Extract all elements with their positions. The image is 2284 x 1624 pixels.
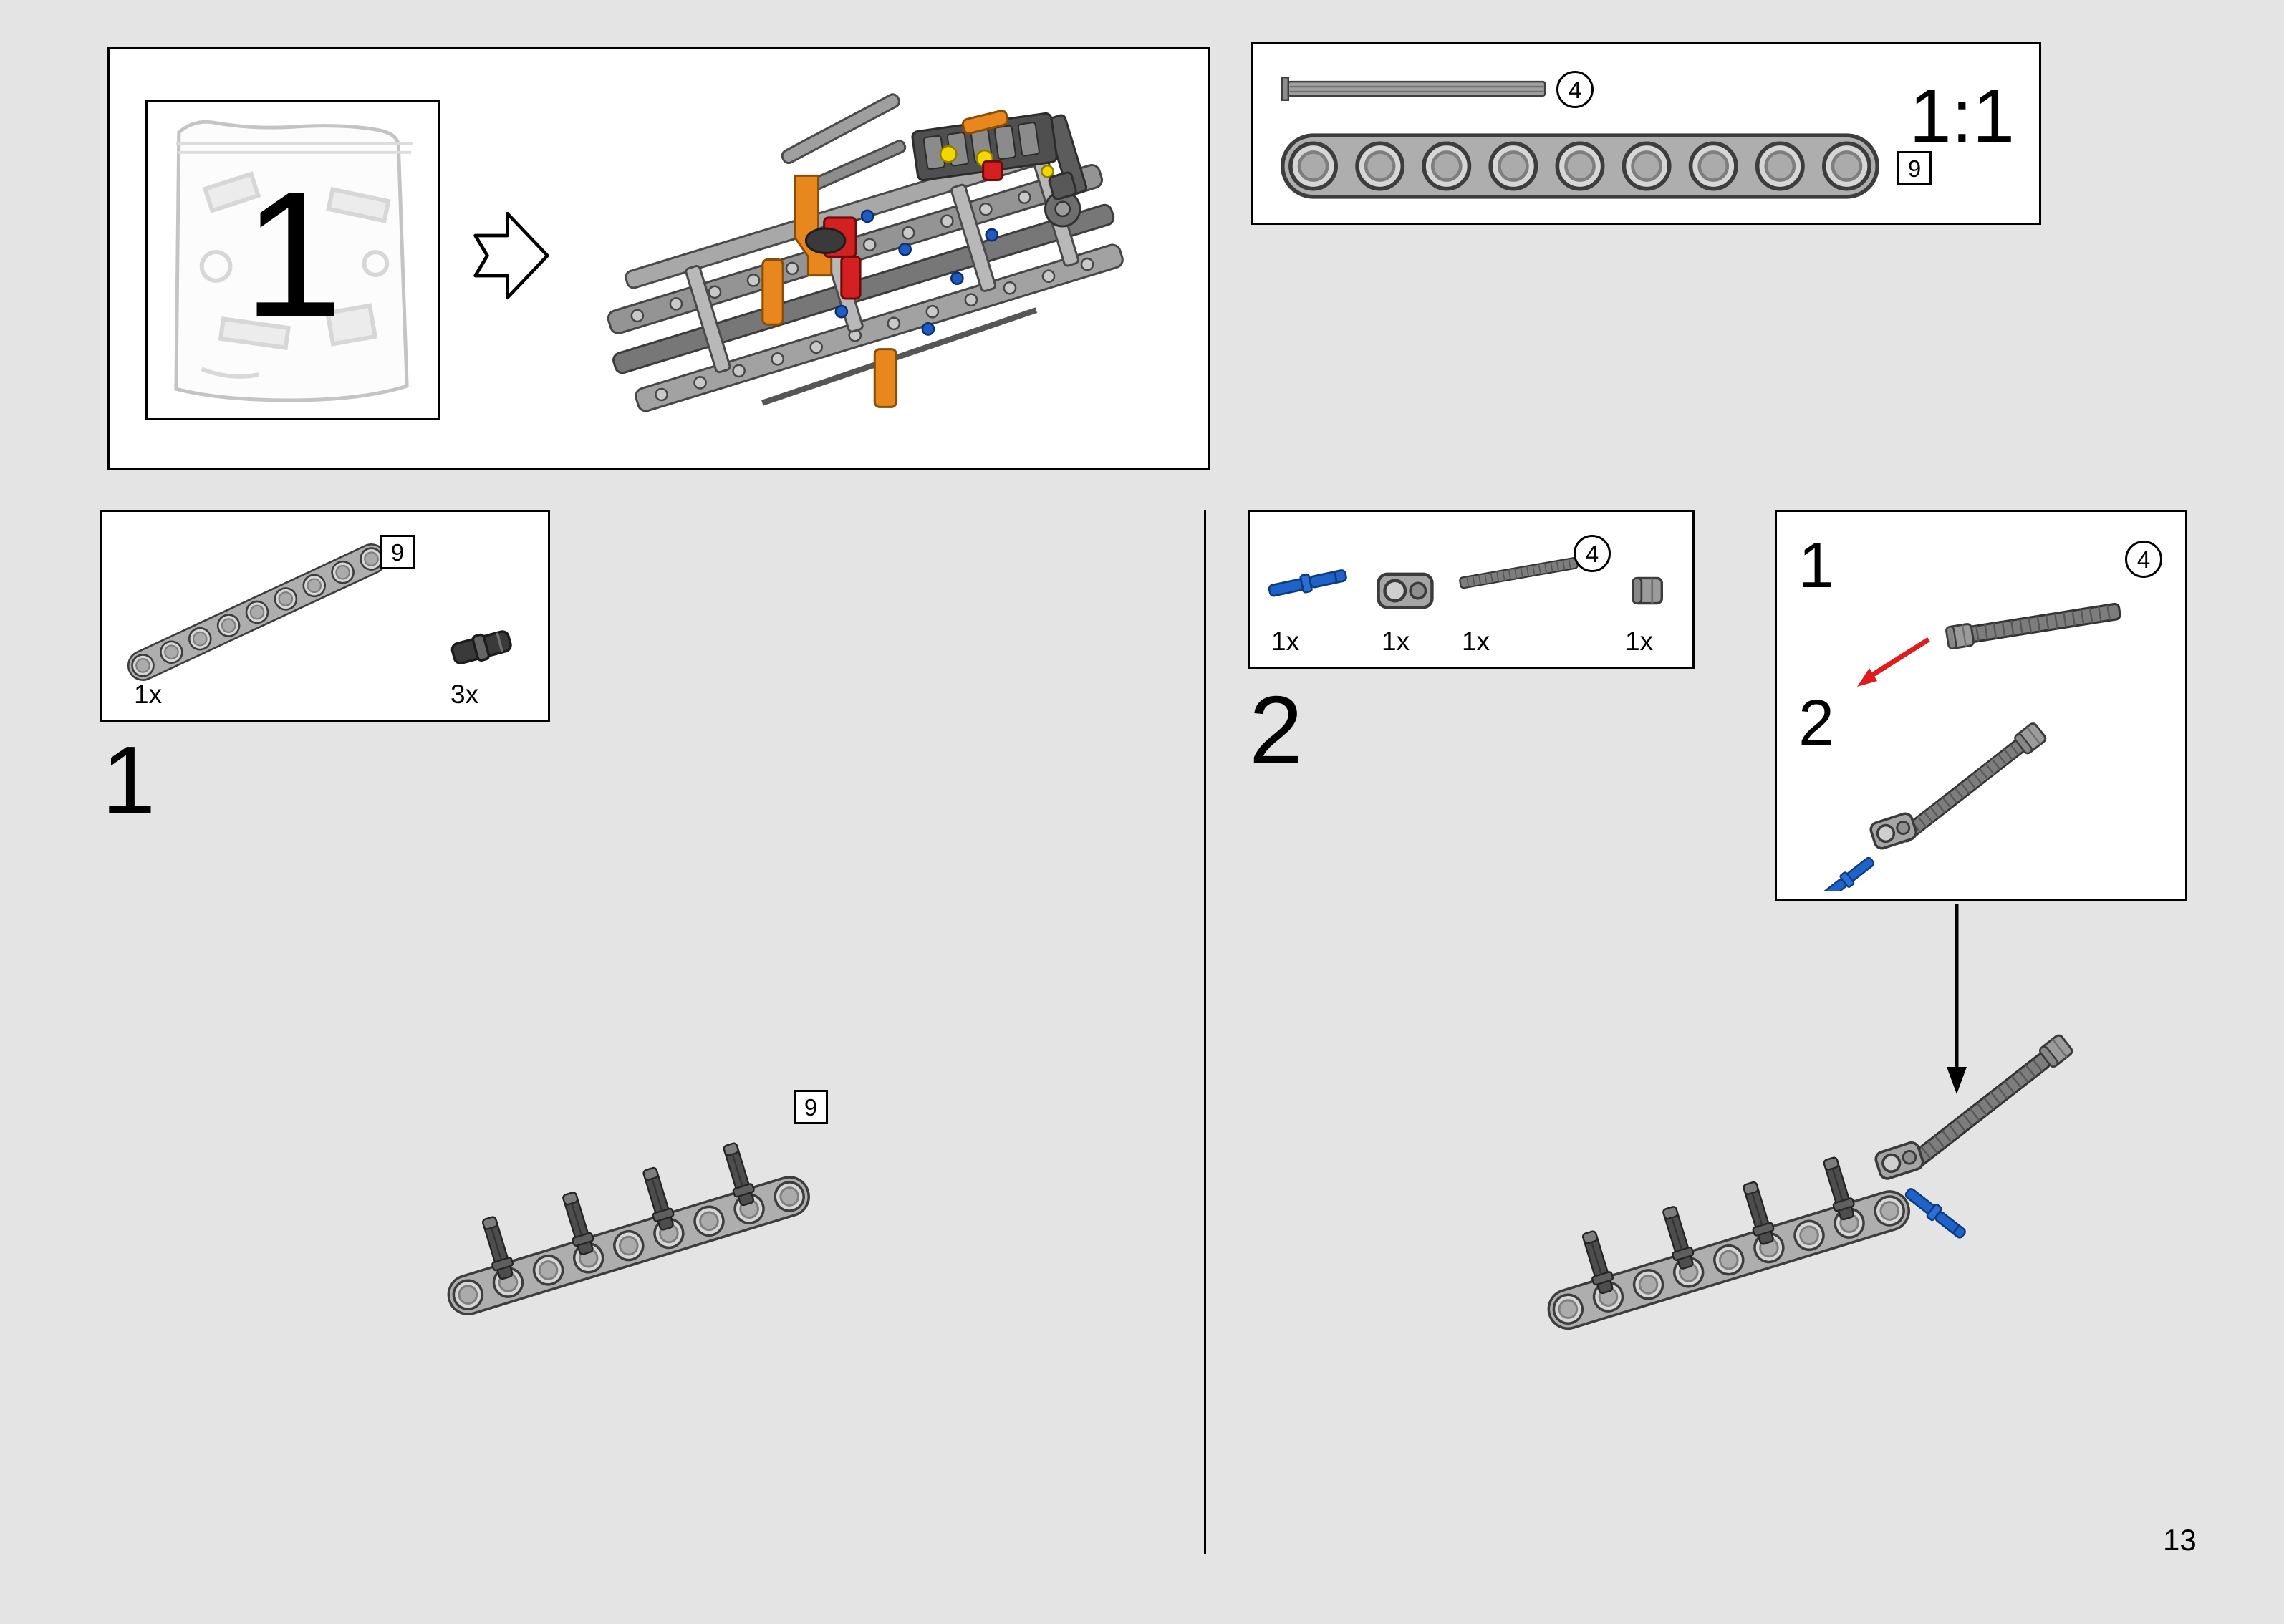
page-number: 13	[2163, 1523, 2197, 1557]
axle-1to1-icon	[1281, 77, 1546, 101]
step2-parts-box: 4 1x 1x 1x 1x	[1248, 510, 1695, 669]
step1-beam-count: 1x	[134, 680, 163, 709]
bag-number: 1	[243, 154, 343, 354]
beam-part-icon	[122, 538, 392, 686]
scale-1to1-panel: 4 9 1:1	[1251, 42, 2041, 225]
substep2-number: 2	[1798, 687, 1835, 759]
step2-parts-callout: 4	[1574, 535, 1611, 572]
step2-number: 2	[1249, 676, 1304, 784]
callout-beam-number: 9	[1907, 155, 1922, 182]
step2-parts-callout-number: 4	[1585, 540, 1599, 567]
step1-part-beam-wrapper	[122, 538, 392, 686]
connector-part-icon	[1376, 566, 1435, 615]
step1-beam-callout-number: 9	[390, 538, 405, 566]
substep1-axle-illustration	[1944, 601, 2122, 651]
step2-part-axle-wrapper	[1457, 554, 1582, 606]
insert-direction-arrow-icon	[1857, 637, 1930, 687]
substep1-callout-number: 4	[2136, 546, 2151, 573]
parts-bag-icon	[174, 120, 413, 402]
callout-axle-number: 4	[1568, 76, 1582, 103]
bushing-part-icon	[1632, 576, 1663, 605]
step2-count-2: 1x	[1382, 627, 1410, 656]
beam-with-pins-illustration	[414, 1092, 821, 1325]
beam-1to1-icon	[1280, 132, 1880, 200]
scale-label: 1:1	[1909, 74, 2015, 158]
blue-pin-part-icon	[1266, 565, 1349, 601]
axle-part-icon	[1458, 556, 1579, 589]
bag-model-panel: 1	[107, 47, 1210, 470]
build-arrow-icon	[473, 211, 549, 300]
step2-count-3: 1x	[1462, 627, 1490, 656]
substep1-callout: 4	[2125, 541, 2162, 578]
attach-down-arrow-icon	[1947, 904, 1967, 1094]
substep2-assembly-illustration	[1814, 720, 2048, 891]
step1-illustration-callout-number: 9	[804, 1093, 818, 1121]
step1-pin-count: 3x	[450, 680, 479, 709]
dark-pin-part-icon	[448, 626, 514, 669]
step2-part-bluepin-wrapper	[1266, 563, 1353, 615]
callout-axle: 4	[1556, 71, 1594, 108]
step1-part-pin-wrapper	[447, 623, 517, 675]
step1-illustration-callout: 9	[794, 1090, 828, 1124]
column-divider	[1204, 510, 1206, 1554]
substep1-number: 1	[1798, 530, 1835, 601]
step1-number: 1	[102, 726, 156, 834]
step2-axle-assembly-illustration	[1872, 1032, 2076, 1242]
step2-count-4: 1x	[1625, 627, 1654, 656]
step1-beam-callout: 9	[380, 535, 415, 569]
step2-inset-box: 1 4 2	[1775, 510, 2187, 901]
step1-illustration-wrapper	[414, 1092, 821, 1325]
step1-parts-box: 9 1x 3x	[100, 510, 550, 722]
chassis-model-illustration	[607, 93, 1124, 412]
callout-beam: 9	[1897, 151, 1932, 185]
parts-bag-frame: 1	[145, 100, 440, 420]
step2-count-1: 1x	[1271, 627, 1300, 656]
